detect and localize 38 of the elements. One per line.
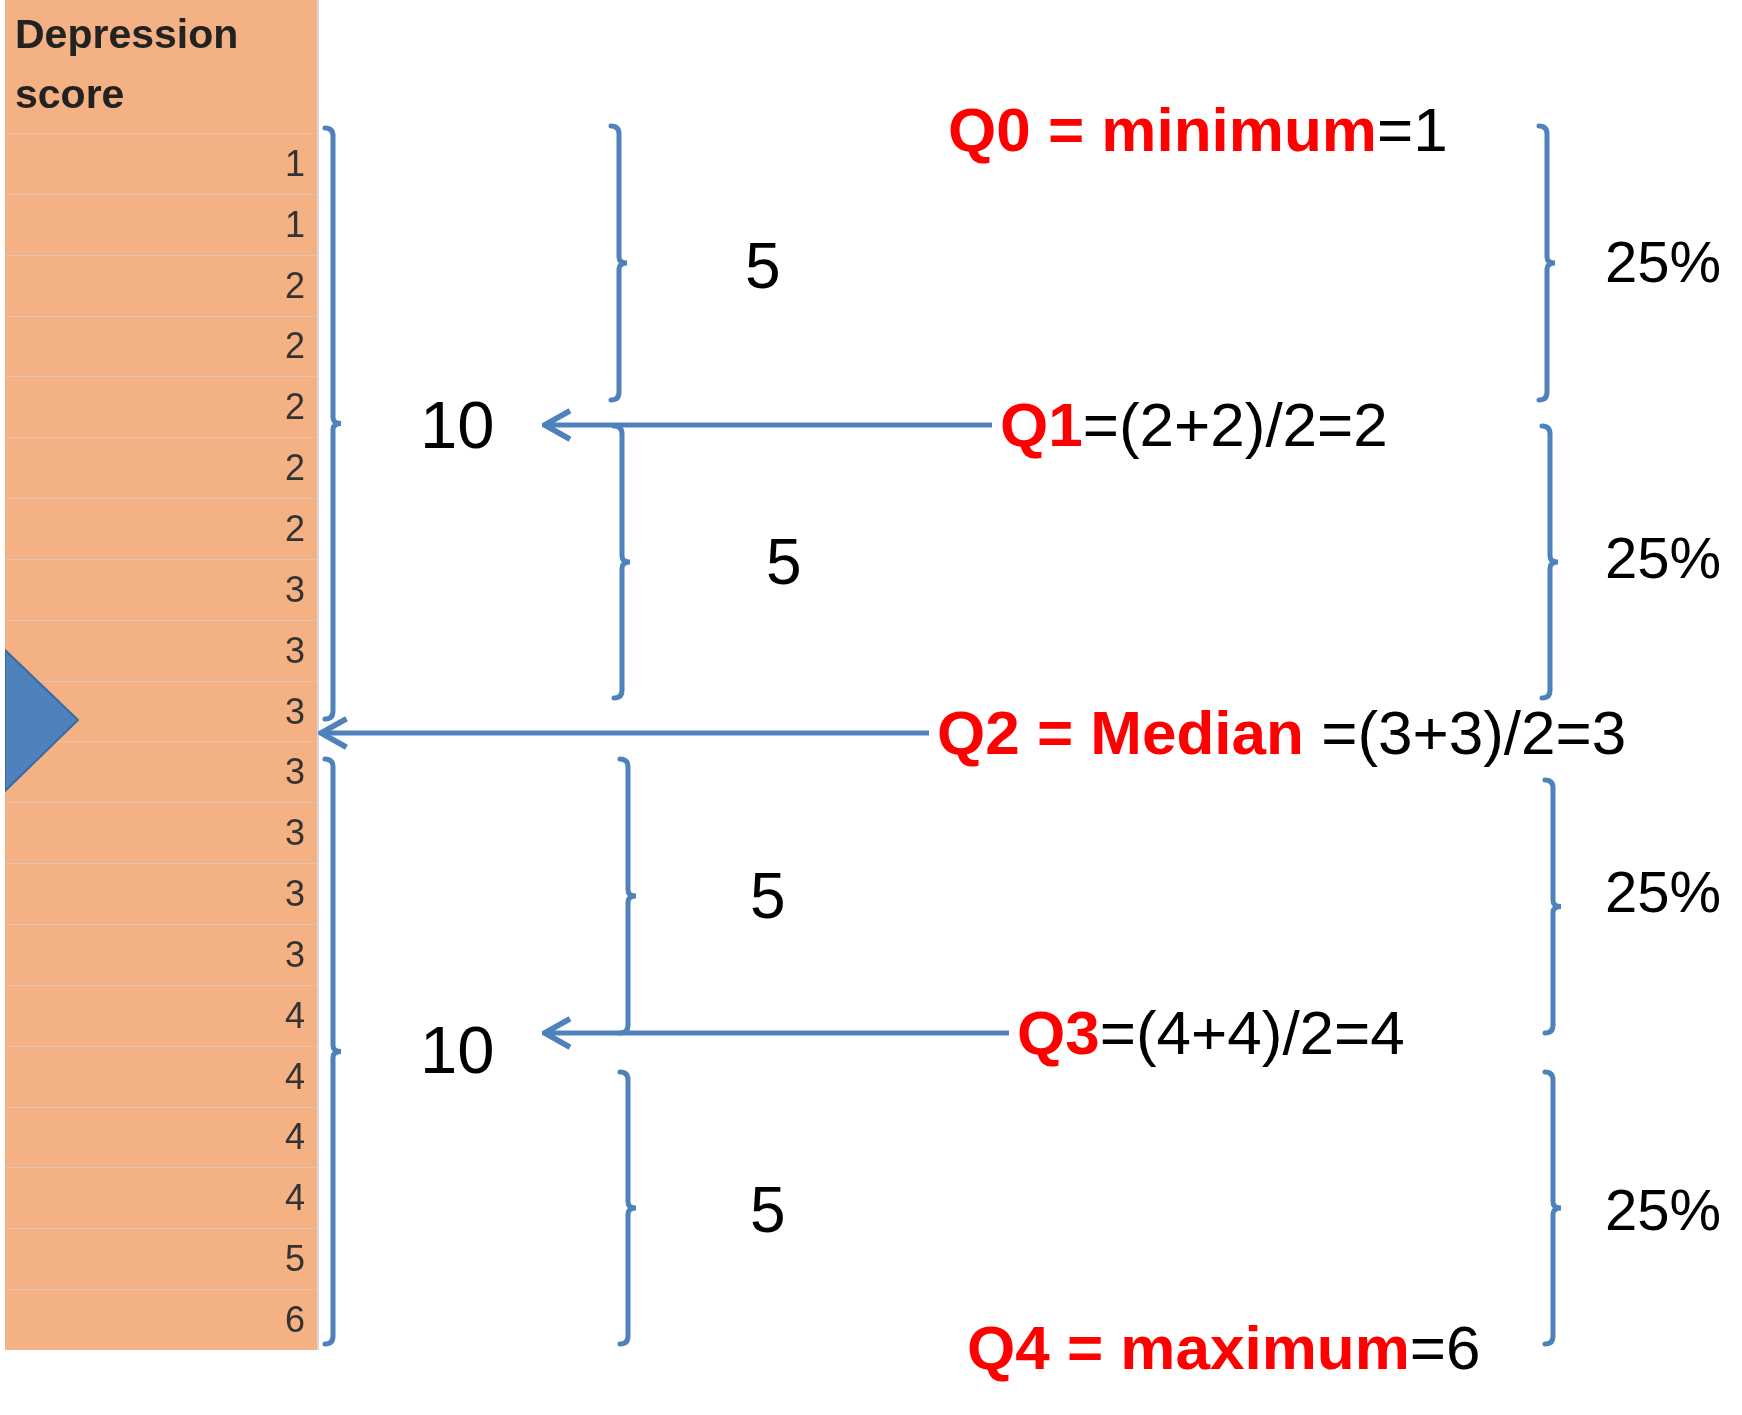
score-value: 2 [5,254,317,316]
percent-label: 25% [1605,858,1722,926]
quartile-formula: Q4 = maximum=6 [967,1312,1481,1384]
score-value: 6 [5,1289,317,1350]
count-label: 5 [750,1174,786,1248]
count-label: 5 [745,230,781,304]
count-label: 10 [420,1011,543,1089]
count-label: 10 [420,386,543,464]
quartile-formula: Q3=(4+4)/2=4 [1017,997,1405,1069]
score-value: 1 [5,193,317,255]
score-value: 2 [5,376,317,438]
score-value: 3 [5,558,317,620]
score-value: 4 [5,1106,317,1168]
percent-label: 25% [1605,1176,1722,1244]
arrow [541,408,992,442]
percent-label: 25% [1605,228,1722,296]
score-value: 3 [5,802,317,864]
score-value: 3 [5,923,317,985]
arrow [318,716,929,750]
percent-label: 25% [1605,524,1722,592]
column-header: Depression score [14,10,240,119]
score-value: 3 [5,863,317,924]
score-value: 2 [5,437,317,499]
pointer-triangle [5,647,80,794]
count-label: 5 [750,860,786,934]
score-value: 1 [5,133,317,194]
score-value: 2 [5,498,317,559]
quartile-formula: Q0 = minimum=1 [948,94,1448,166]
score-value: 2 [5,315,317,377]
score-value: 4 [5,1045,317,1107]
arrow [541,1016,1009,1050]
score-value: 4 [5,984,317,1046]
score-value: 5 [5,1228,317,1290]
data-column [5,0,319,1350]
median-formula: Q2 = Median =(3+3)/2=3 [937,697,1627,769]
count-label: 5 [766,526,802,600]
score-value: 4 [5,1167,317,1229]
quartile-formula: Q1=(2+2)/2=2 [1000,389,1388,461]
